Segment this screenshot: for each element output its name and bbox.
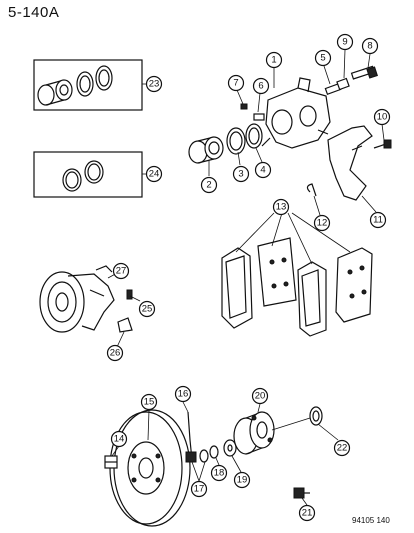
callout-20: 20: [251, 387, 269, 405]
callout-18-label: 18: [214, 468, 225, 479]
callout-8: 8: [361, 37, 379, 55]
callout-27: 27: [112, 262, 130, 280]
callout-6-label: 6: [258, 81, 263, 92]
callout-25-label: 25: [142, 304, 153, 315]
callout-17: 17: [190, 480, 208, 498]
brake-rotor: [109, 409, 191, 527]
callout-21: 21: [298, 504, 316, 522]
callout-4: 4: [254, 161, 272, 179]
callout-10-label: 10: [377, 112, 388, 123]
callout-16-label: 16: [178, 389, 189, 400]
callout-11-label: 11: [373, 215, 383, 226]
callout-4-label: 4: [260, 165, 265, 176]
callout-2: 2: [200, 176, 218, 194]
caliper-piston: [188, 136, 224, 164]
callout-17-label: 17: [194, 484, 205, 495]
bushing-pair: [240, 103, 265, 121]
adapter-bolt: [373, 139, 392, 149]
callout-5-label: 5: [320, 53, 325, 64]
piston-boot-seal: [226, 127, 246, 155]
hub-mounting-bolt: [293, 487, 310, 499]
knuckle-bolt: [126, 289, 133, 300]
piston-o-ring: [245, 123, 263, 149]
seal-kit-23-box: [33, 59, 146, 111]
callout-21-label: 21: [302, 508, 313, 519]
callout-13-label: 13: [276, 202, 287, 213]
callout-8-label: 8: [367, 41, 372, 52]
callout-7: 7: [227, 74, 245, 92]
callout-15: 15: [140, 393, 158, 411]
caliper-housing: [261, 77, 331, 149]
page-title: 5-140A: [8, 4, 60, 21]
knuckle-clip: [117, 317, 133, 333]
callout-24-label: 24: [149, 169, 160, 180]
callout-23: 23: [145, 75, 163, 93]
callout-13: 13: [272, 198, 290, 216]
callout-11: 11: [369, 211, 387, 229]
callout-23-label: 23: [149, 79, 160, 90]
callout-24: 24: [145, 165, 163, 183]
callout-14-label: 14: [114, 434, 125, 445]
kit-23-piston: [37, 79, 73, 106]
anti-rattle-clip: [306, 183, 317, 197]
knuckle-rotor-assembly: [39, 265, 115, 333]
caliper-adapter-bracket: [327, 125, 373, 201]
callout-3: 3: [232, 165, 250, 183]
brake-pad-outer-left: [221, 247, 253, 329]
callout-22-label: 22: [337, 443, 348, 454]
callout-12: 12: [313, 214, 331, 232]
dust-seal: [309, 406, 323, 426]
callout-1: 1: [265, 51, 283, 69]
callout-3-label: 3: [238, 169, 243, 180]
callout-1-label: 1: [271, 55, 276, 66]
callout-16: 16: [174, 385, 192, 403]
callout-12-label: 12: [317, 218, 328, 229]
nut-lock-and-washer: [185, 445, 219, 463]
callout-9-label: 9: [342, 37, 347, 48]
wheel-nut: [104, 455, 118, 469]
callout-10: 10: [373, 108, 391, 126]
callout-26: 26: [106, 344, 124, 362]
hub-bearing-assembly: [233, 411, 275, 455]
callout-15-label: 15: [144, 397, 155, 408]
brake-pad-inner-right: [335, 247, 373, 323]
callout-7-label: 7: [233, 78, 238, 89]
guide-pin-bolt: [350, 65, 378, 80]
callout-20-label: 20: [255, 391, 266, 402]
hub-washer: [223, 439, 237, 457]
callout-19: 19: [233, 471, 251, 489]
callout-2-label: 2: [206, 180, 211, 191]
seal-kit-24-box: [33, 151, 146, 198]
brake-pad-inner-left: [257, 237, 297, 307]
callout-22: 22: [333, 439, 351, 457]
bleeder-screw: [324, 77, 350, 95]
callout-9: 9: [336, 33, 354, 51]
callout-26-label: 26: [110, 348, 121, 359]
callout-25: 25: [138, 300, 156, 318]
callout-6: 6: [252, 77, 270, 95]
callout-19-label: 19: [237, 475, 248, 486]
callout-5: 5: [314, 49, 332, 67]
callout-14: 14: [110, 430, 128, 448]
kit-23-seals: [76, 65, 113, 97]
brake-pad-outer-right: [297, 261, 327, 337]
callout-18: 18: [210, 464, 228, 482]
figure-code: 94105 140: [352, 516, 390, 525]
callout-27-label: 27: [116, 266, 127, 277]
